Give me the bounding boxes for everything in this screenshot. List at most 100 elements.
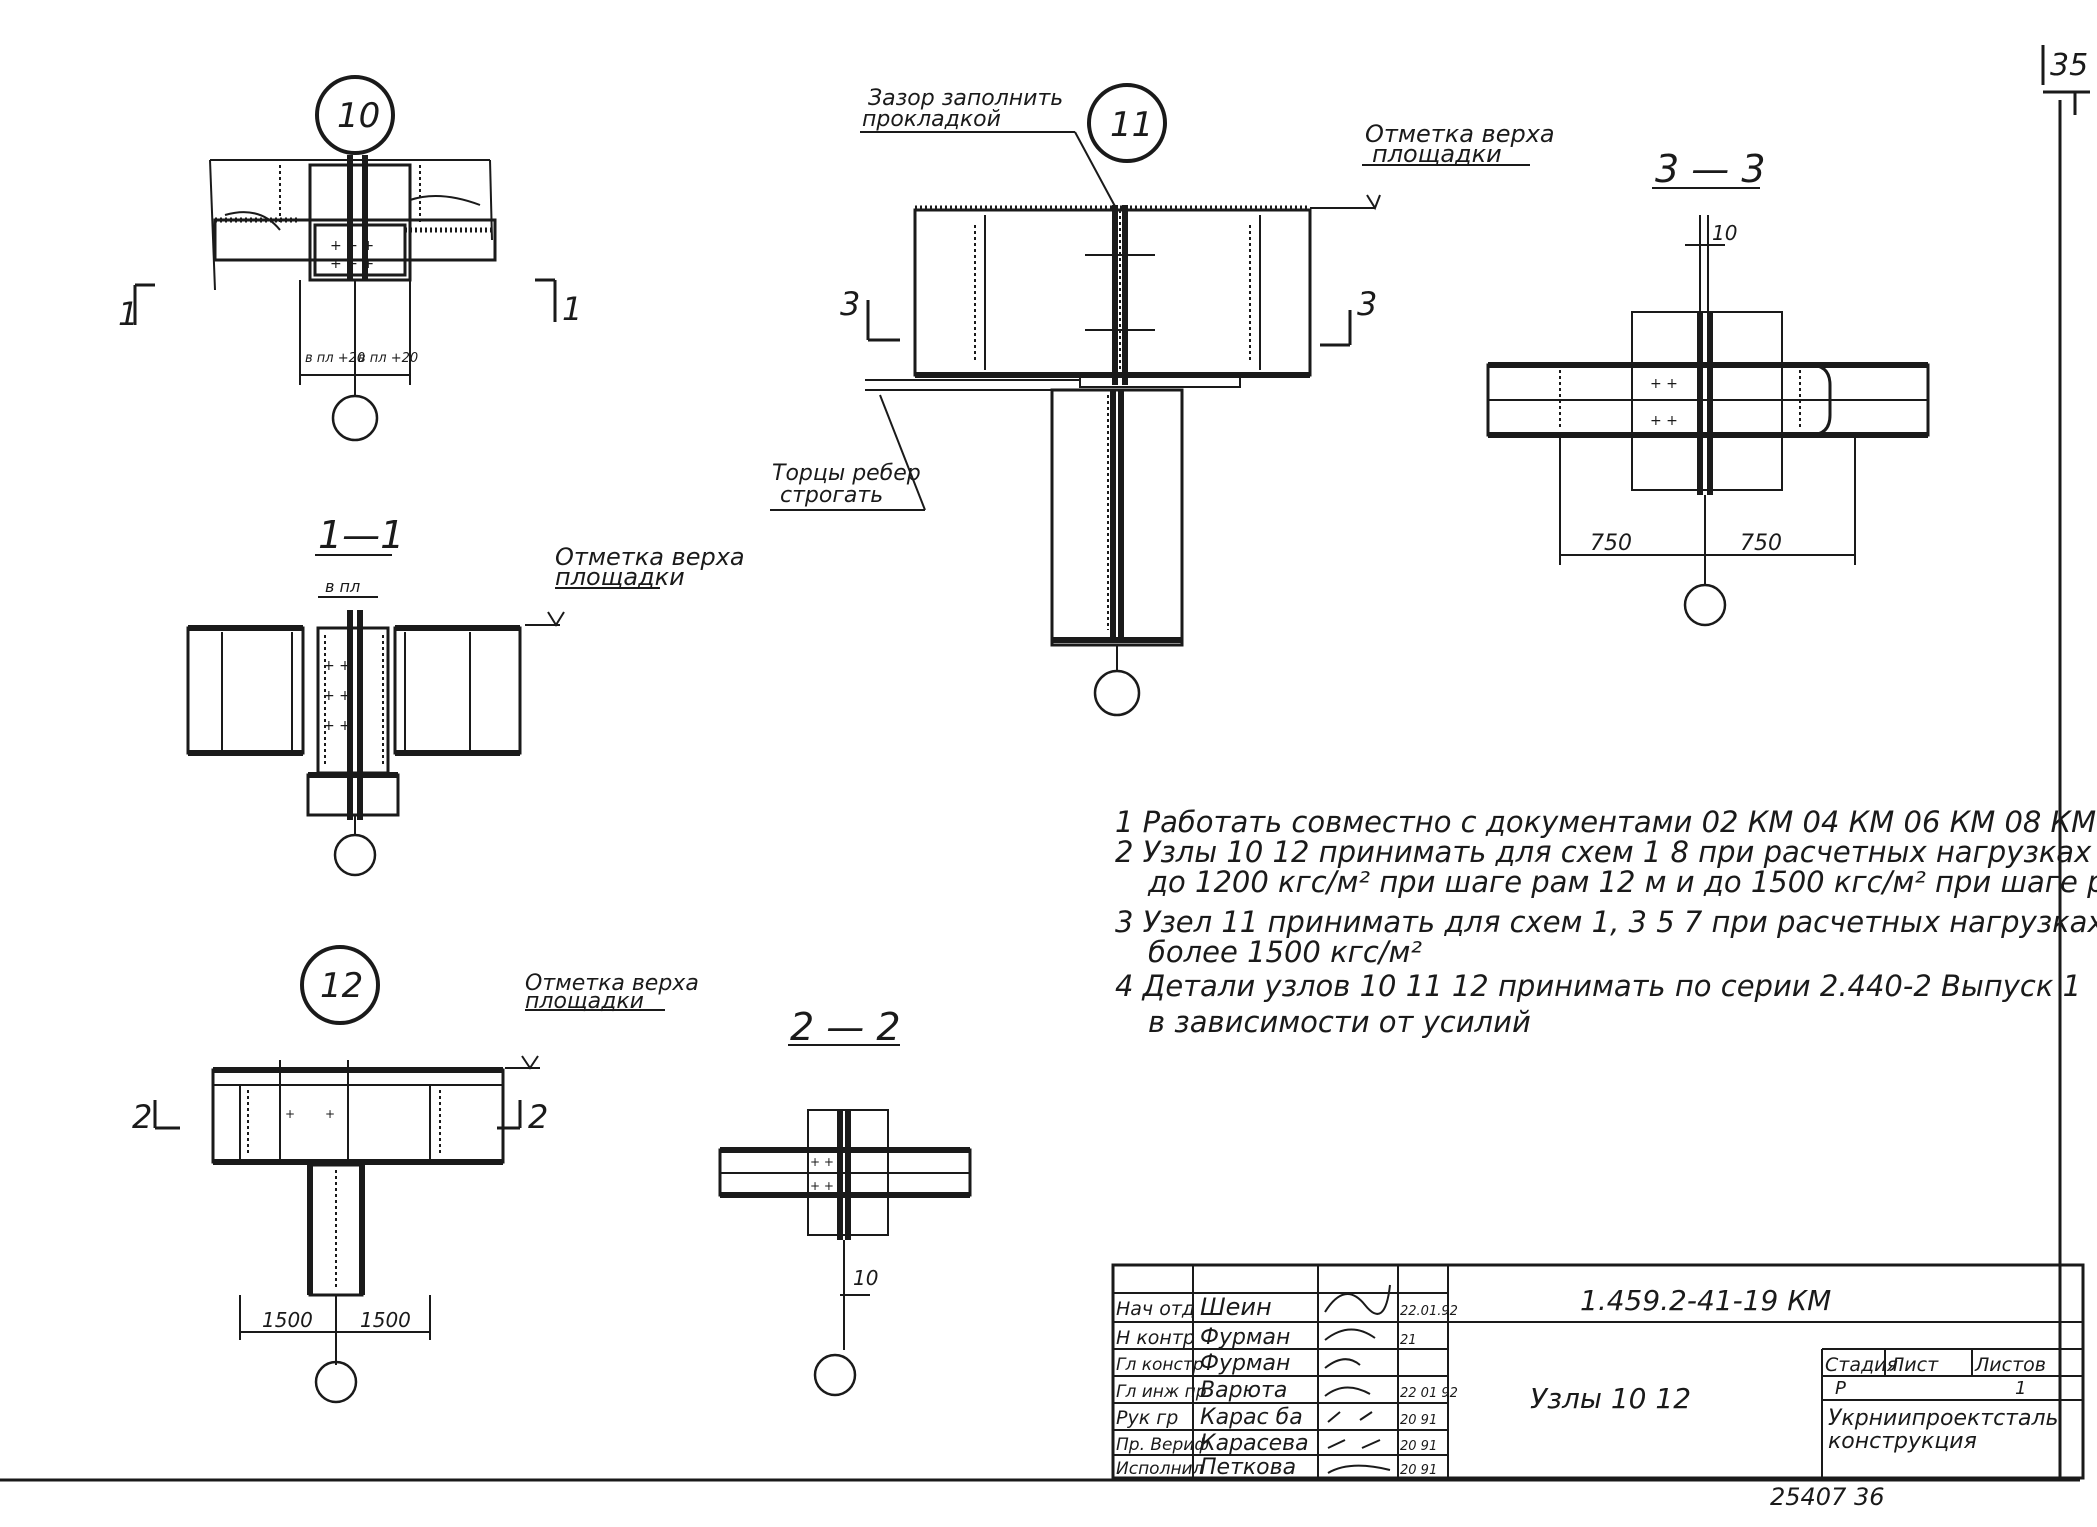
svg-text:Шеин: Шеин [1200, 1293, 1272, 1321]
svg-text:22.01.92: 22.01.92 [1400, 1304, 1458, 1319]
svg-text:площадки: площадки [1372, 140, 1502, 168]
svg-text:+: + [285, 1107, 295, 1121]
svg-text:Отметка верха: Отметка верха [525, 971, 699, 996]
svg-text:прокладкой: прокладкой [862, 107, 1001, 132]
svg-text:2: 2 [528, 1098, 548, 1136]
svg-text:2: 2 [132, 1098, 152, 1136]
corner-sheet-number: 35 [2041, 45, 2090, 115]
svg-text:1500: 1500 [360, 1308, 411, 1332]
cut-3-left: 3 [840, 285, 900, 342]
svg-text:Карасева: Карасева [1200, 1431, 1309, 1456]
node-11-bubble [1087, 83, 1167, 163]
svg-text:площадки: площадки [525, 989, 644, 1014]
svg-text:1: 1 [562, 290, 582, 328]
svg-text:Петкова: Петкова [1200, 1455, 1296, 1480]
svg-text:площадки: площадки [555, 563, 685, 591]
svg-text:в пл +20: в пл +20 [305, 351, 365, 366]
corner-number-text: 35 [2050, 48, 2088, 83]
section-3-3-title: 3 — 3 [1655, 147, 1766, 191]
title-block: Нач отд Н контр Гл констр Гл инж пр Рук … [1111, 1263, 2085, 1480]
svg-text:Отметка верха: Отметка верха [1365, 120, 1555, 148]
svg-text:в пл: в пл [325, 577, 360, 596]
svg-text:Исполнил: Исполнил [1116, 1459, 1204, 1479]
note-4-cont: в зависимости от усилий [1148, 1005, 1531, 1039]
drawing-title: Узлы 10 12 [1530, 1382, 1691, 1415]
svg-text:+ + +: + + + [330, 256, 374, 272]
section-2-2-detail: 2 — 2 + + + + 10 [718, 1005, 972, 1397]
svg-text:Лист: Лист [1889, 1354, 1939, 1376]
cut-2-left: 2 [132, 1098, 180, 1136]
svg-text:Зазор заполнить: Зазор заполнить [868, 86, 1063, 111]
svg-text:21: 21 [1400, 1333, 1417, 1348]
document-code: 1.459.2-41-19 КМ [1580, 1284, 1831, 1317]
svg-text:Гл констр: Гл констр [1116, 1355, 1204, 1375]
svg-text:+ +: + + [323, 658, 351, 674]
node-11-number: 11 [1110, 105, 1153, 145]
svg-text:10: 10 [1712, 221, 1737, 245]
svg-text:+ + +: + + + [330, 238, 374, 254]
note-1: 1 Работать совместно с документами 02 КМ… [1115, 805, 2096, 839]
svg-text:Р: Р [1835, 1378, 1846, 1399]
cut-1-left: 1 [118, 283, 155, 333]
svg-text:+ +: + + [323, 688, 351, 704]
svg-text:Торцы ребер: Торцы ребер [772, 461, 921, 486]
note-4: 4 Детали узлов 10 11 12 принимать по сер… [1115, 969, 2081, 1003]
svg-text:в пл +20: в пл +20 [358, 351, 418, 366]
svg-text:750: 750 [1740, 531, 1782, 556]
svg-text:10: 10 [853, 1266, 878, 1290]
svg-text:Нач отд: Нач отд [1116, 1298, 1195, 1320]
svg-text:+ +: + + [323, 718, 351, 734]
svg-text:+ +: + + [1650, 413, 1678, 429]
node-12-number: 12 [320, 966, 363, 1006]
svg-text:+ +: + + [1650, 376, 1678, 392]
section-1-1-title: 1—1 [318, 513, 404, 557]
svg-text:3: 3 [1357, 285, 1377, 323]
svg-text:20 91: 20 91 [1400, 1439, 1437, 1454]
svg-text:Отметка верха: Отметка верха [555, 543, 745, 571]
svg-text:конструкция: конструкция [1828, 1429, 1977, 1454]
svg-text:Варюта: Варюта [1200, 1378, 1287, 1403]
svg-text:Рук гр: Рук гр [1116, 1407, 1178, 1429]
cut-2-right: 2 [497, 1098, 548, 1136]
svg-text:+: + [325, 1107, 335, 1121]
node-10-bubble [315, 75, 395, 155]
svg-text:Н контр: Н контр [1116, 1327, 1195, 1349]
note-3: 3 Узел 11 принимать для схем 1, 3 5 7 пр… [1115, 905, 2097, 939]
svg-text:Карас ба: Карас ба [1200, 1405, 1303, 1430]
node-10-detail: 10 + + + + + + в пл +20 в пл +20 1 [118, 75, 582, 442]
title-block-names: Шеин Фурман Фурман Варюта Карас ба Карас… [1200, 1293, 1309, 1480]
svg-text:строгать: строгать [780, 483, 883, 508]
svg-text:+ +: + + [810, 1179, 834, 1193]
general-notes: 1 Работать совместно с документами 02 КМ… [1115, 805, 2097, 1039]
note-2: 2 Узлы 10 12 принимать для схем 1 8 при … [1115, 835, 2092, 869]
svg-text:1: 1 [118, 295, 138, 333]
svg-text:Фурман: Фурман [1200, 1351, 1290, 1376]
cut-1-right: 1 [535, 278, 582, 328]
svg-text:20 91: 20 91 [1400, 1413, 1437, 1428]
svg-text:750: 750 [1590, 531, 1632, 556]
svg-text:1: 1 [2015, 1378, 2026, 1399]
title-block-dates: 22.01.92 21 22 01 92 20 91 20 91 20 91 [1400, 1304, 1458, 1478]
note-3-cont: более 1500 кгс/м² [1148, 935, 1422, 969]
svg-text:3: 3 [840, 285, 860, 323]
svg-text:20 91: 20 91 [1400, 1463, 1437, 1478]
svg-text:Стадия: Стадия [1825, 1354, 1898, 1376]
node-11-detail: 11 Зазор заполнить прокладкой Отметка ве… [770, 83, 1555, 717]
svg-text:22 01 92: 22 01 92 [1400, 1386, 1458, 1401]
node-10-number: 10 [337, 96, 380, 136]
svg-text:Пр. Вериф: Пр. Вериф [1116, 1435, 1209, 1455]
svg-text:Гл инж пр: Гл инж пр [1116, 1382, 1207, 1402]
section-1-1-detail: 1—1 в пл + + + + + + Отметка верха площа [186, 513, 745, 877]
archive-number: 25407 36 [1770, 1483, 1885, 1511]
svg-text:Фурман: Фурман [1200, 1325, 1290, 1350]
section-3-3-detail: 3 — 3 10 + + + + 750 750 [1486, 147, 1930, 627]
svg-text:Листов: Листов [1974, 1354, 2046, 1376]
note-2-cont: до 1200 кгс/м² при шаге рам 12 м и до 15… [1147, 865, 2097, 899]
svg-text:+ +: + + [810, 1155, 834, 1169]
node-12-bubble [300, 945, 380, 1025]
title-block-roles: Нач отд Н контр Гл констр Гл инж пр Рук … [1116, 1298, 1209, 1479]
title-block-signatures [1324, 1284, 1391, 1474]
svg-text:1500: 1500 [262, 1308, 313, 1332]
section-2-2-title: 2 — 2 [790, 1005, 901, 1049]
